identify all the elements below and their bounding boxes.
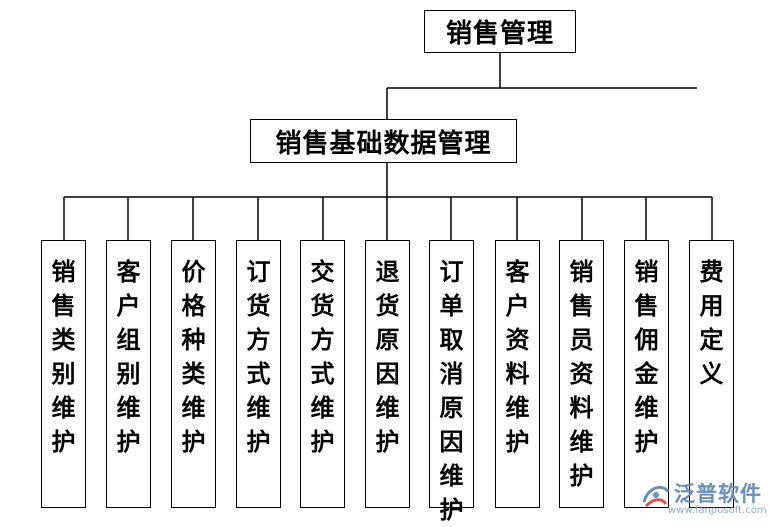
leaf-node-label: 销售员资料维护	[569, 258, 594, 490]
leaf-node-price-type: 价格种类维护	[171, 240, 216, 508]
leaf-node-customer-group: 客户组别维护	[106, 240, 151, 508]
leaf-node-label: 客户组别维护	[116, 258, 141, 456]
leaf-node-customer-info: 客户资料维护	[495, 240, 540, 508]
root-node-label: 销售管理	[445, 19, 554, 49]
leaf-node-label: 客户资料维护	[505, 258, 530, 456]
sub-node: 销售基础数据管理	[250, 119, 517, 163]
leaf-node-label: 价格种类维护	[181, 258, 206, 456]
leaf-node-label: 销售类别维护	[51, 258, 76, 456]
leaf-node-delivery-method: 交货方式维护	[300, 240, 345, 508]
brand-logo-icon	[642, 485, 670, 508]
root-node: 销售管理	[424, 10, 576, 53]
leaf-node-return-reason: 退货原因维护	[365, 240, 410, 508]
leaf-node-label: 销售佣金维护	[634, 258, 659, 456]
watermark-brand: 泛普软件	[674, 482, 762, 506]
leaf-node-label: 费用定义	[699, 258, 724, 388]
leaf-node-label: 订货方式维护	[246, 258, 271, 456]
sub-node-label: 销售基础数据管理	[275, 128, 492, 159]
leaf-node-sales-commission: 销售佣金维护	[624, 240, 669, 508]
watermark: 泛普软件 www.fanpusoft.com	[638, 478, 767, 518]
leaf-node-label: 退货原因维护	[375, 258, 400, 456]
leaf-node-cancel-reason: 订单取消原因维护	[429, 240, 474, 524]
watermark-url: www.fanpusoft.com	[668, 505, 767, 516]
leaf-node-sales-category: 销售类别维护	[41, 240, 86, 508]
leaf-node-order-method: 订货方式维护	[236, 240, 281, 508]
leaf-node-expense-definition: 费用定义	[689, 240, 734, 508]
leaf-node-label: 交货方式维护	[310, 258, 335, 456]
leaf-node-label: 订单取消原因维护	[439, 258, 464, 524]
leaf-node-salesperson-info: 销售员资料维护	[559, 240, 604, 508]
